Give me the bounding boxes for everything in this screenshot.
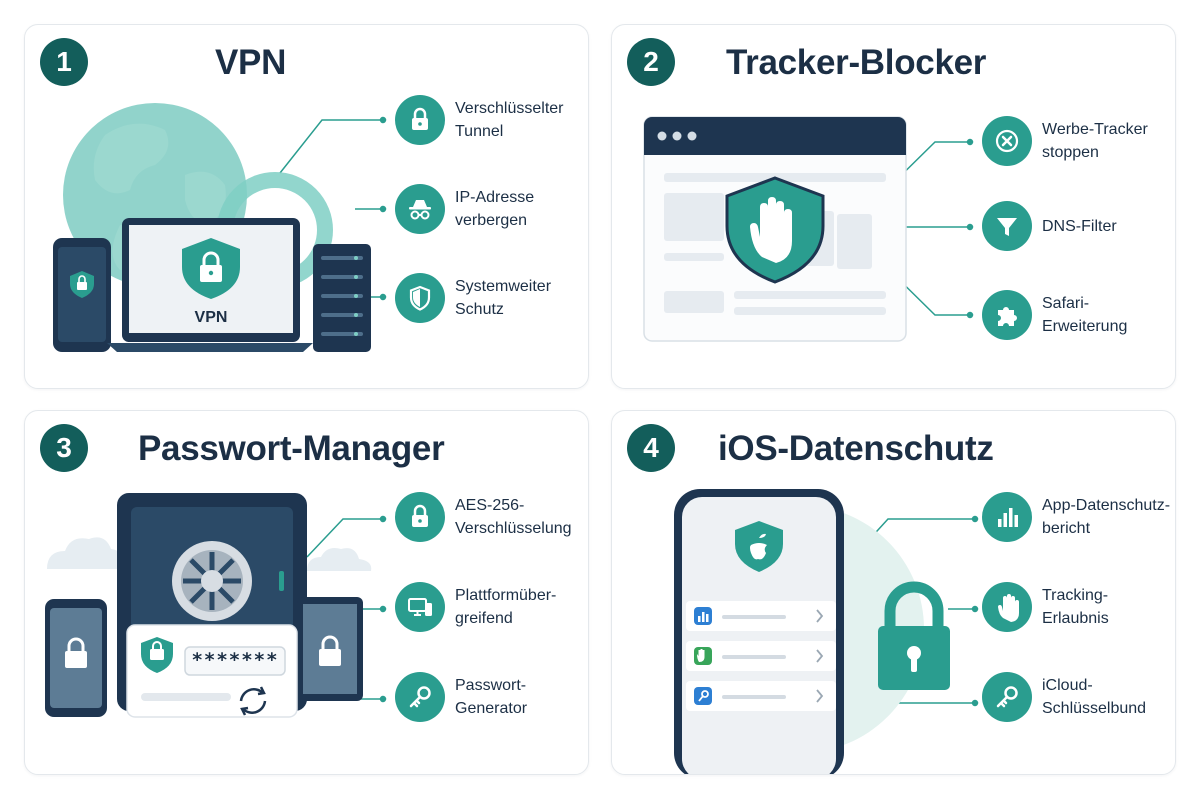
incognito-icon <box>395 184 445 234</box>
feature-item: Systemweiter Schutz <box>395 269 585 327</box>
key-icon <box>395 672 445 722</box>
feature-label: App-Datenschutz- bericht <box>1042 497 1171 537</box>
step-number-badge: 1 <box>40 38 88 86</box>
bar-chart-icon <box>982 492 1032 542</box>
block-x-icon <box>982 116 1032 166</box>
filter-icon <box>982 201 1032 251</box>
feature-item: Tracking- Erlaubnis <box>982 578 1172 636</box>
feature-label: Systemweiter Schutz <box>455 278 552 318</box>
panel-password-manager: 3 Passwort-Manager <box>24 410 589 775</box>
feature-item: DNS-Filter <box>982 197 1172 255</box>
panel-vpn: 1 VPN <box>24 24 589 389</box>
vault-illustration <box>45 493 387 718</box>
hand-icon <box>982 582 1032 632</box>
feature-item: Plattformüber- greifend <box>395 578 585 636</box>
password-mask: ******* <box>191 649 279 671</box>
feature-label: Werbe-Tracker stoppen <box>1042 121 1148 161</box>
panel-title: VPN <box>215 43 287 82</box>
panel-ios-privacy: 4 iOS-Datenschutz <box>611 410 1176 775</box>
padlock-icon <box>878 581 950 690</box>
phone-device <box>53 238 111 352</box>
feature-label: IP-Adresse verbergen <box>455 189 535 229</box>
feature-label: Safari- Erweiterung <box>1042 295 1128 335</box>
feature-label: Passwort- Generator <box>455 677 528 717</box>
server-device <box>313 244 371 352</box>
step-number-badge: 2 <box>627 38 675 86</box>
settings-row <box>686 681 836 711</box>
iphone-device <box>674 489 844 774</box>
feature-label: Verschlüsselter Tunnel <box>455 100 564 140</box>
devices-icon <box>395 582 445 632</box>
puzzle-icon <box>982 290 1032 340</box>
settings-row <box>686 601 836 631</box>
key-icon <box>982 672 1032 722</box>
feature-label: DNS-Filter <box>1042 217 1117 235</box>
feature-label: AES-256- Verschlüsselung <box>455 497 572 537</box>
feature-label: iCloud- Schlüsselbund <box>1042 677 1147 717</box>
panel-tracker-blocker: 2 Tracker-Blocker <box>611 24 1176 389</box>
browser-illustration <box>643 116 974 342</box>
feature-item: IP-Adresse verbergen <box>395 180 585 238</box>
iphone-illustration <box>674 489 979 774</box>
lock-icon <box>395 95 445 145</box>
step-number-badge: 3 <box>40 424 88 472</box>
lock-icon <box>395 492 445 542</box>
step-number-badge: 4 <box>627 424 675 472</box>
shield-icon <box>395 273 445 323</box>
browser-window <box>643 116 907 342</box>
feature-item: Verschlüsselter Tunnel <box>395 91 585 149</box>
feature-item: AES-256- Verschlüsselung <box>395 488 585 546</box>
feature-label: Tracking- Erlaubnis <box>1042 587 1109 627</box>
refresh-icon <box>239 686 267 716</box>
feature-label: Plattformüber- greifend <box>455 587 557 627</box>
feature-item: App-Datenschutz- bericht <box>982 488 1172 546</box>
panel-title: Tracker-Blocker <box>726 43 987 82</box>
credential-card <box>126 624 298 718</box>
feature-item: Werbe-Tracker stoppen <box>982 112 1172 170</box>
feature-item: Safari- Erweiterung <box>982 286 1172 344</box>
laptop-device <box>297 597 363 701</box>
panel-title: iOS-Datenschutz <box>718 429 994 468</box>
phone-device <box>45 599 107 717</box>
panel-title: Passwort-Manager <box>138 429 445 468</box>
vpn-illustration <box>53 103 387 352</box>
feature-item: iCloud- Schlüsselbund <box>982 668 1172 726</box>
settings-row <box>686 641 836 671</box>
feature-item: Passwort- Generator <box>395 668 585 726</box>
laptop-device <box>107 218 313 352</box>
laptop-screen-label: VPN <box>194 309 228 326</box>
